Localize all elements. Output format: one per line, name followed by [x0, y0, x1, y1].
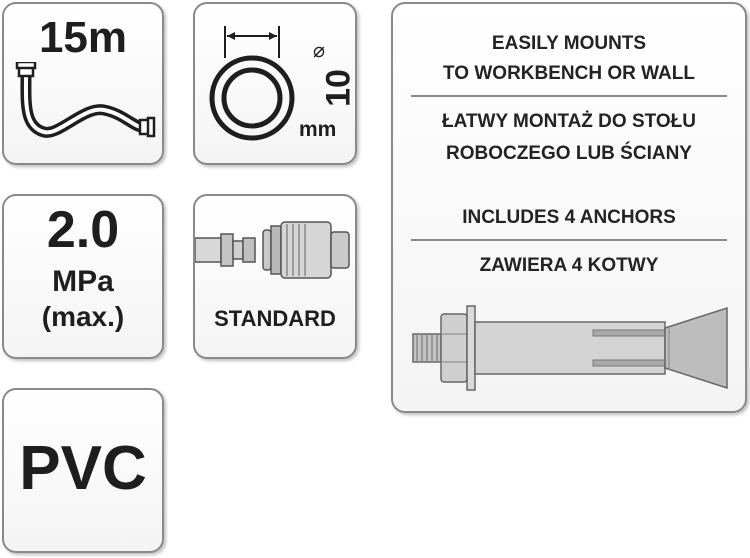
ring-diameter-icon: [209, 26, 295, 141]
coupler-icon: [195, 221, 350, 279]
hose-length-tile: 15m: [2, 2, 164, 165]
diameter-tile: ⌀ 10 mm: [193, 2, 358, 165]
material-tile: PVC: [2, 388, 164, 553]
coupler-label: STANDARD: [214, 306, 336, 331]
divider-mount: [411, 95, 727, 97]
anchor-bolt-icon: [412, 305, 728, 391]
anchors-text-pl: ZAWIERA 4 KOTWY: [479, 255, 659, 276]
mounting-info-panel: EASILY MOUNTS TO WORKBENCH OR WALL ŁATWY…: [391, 2, 747, 413]
mount-text-pl-line1: ŁATWY MONTAŻ DO STOŁU: [441, 111, 696, 132]
pressure-tile: 2.0 MPa (max.): [2, 194, 164, 359]
diameter-unit: mm: [299, 118, 337, 141]
diameter-symbol: ⌀: [313, 40, 326, 62]
mount-text-pl-line2: ROBOCZEGO LUB ŚCIANY: [446, 143, 692, 164]
mount-text-en-line2: TO WORKBENCH OR WALL: [443, 63, 695, 84]
pressure-note: (max.): [41, 301, 125, 332]
divider-anchors: [411, 239, 727, 241]
hose-icon: [15, 62, 156, 138]
diameter-value: 10: [319, 69, 358, 107]
pressure-unit: MPa: [52, 265, 114, 298]
pressure-value: 2.0: [46, 201, 120, 259]
coupler-tile: STANDARD: [193, 194, 357, 359]
mount-text-en-line1: EASILY MOUNTS: [491, 33, 647, 54]
anchors-text-en: INCLUDES 4 ANCHORS: [462, 207, 676, 228]
hose-length-label: 15m: [38, 13, 128, 62]
material-label: PVC: [19, 434, 147, 503]
